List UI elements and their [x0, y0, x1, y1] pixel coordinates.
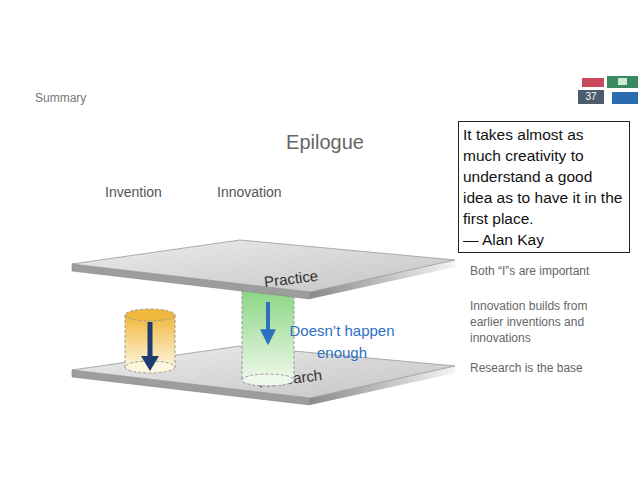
edge-label: Doesn’t happen enough: [282, 320, 402, 364]
connector-arrow: [266, 302, 270, 342]
innovation-cylinder: [242, 286, 294, 386]
tab-icon: [618, 78, 627, 85]
red-tab: [582, 78, 604, 87]
green-tab: [607, 76, 638, 88]
node-text: — Alan Kay: [463, 229, 625, 250]
quote-box: It takes almost as much creativity to un…: [458, 121, 630, 253]
plane-top: [72, 240, 455, 292]
note-text: Innovation builds from earlier invention…: [470, 298, 620, 346]
slide-title: Epilogue: [225, 131, 425, 154]
plane-top: [72, 346, 455, 398]
practice-plane: Practice: [60, 236, 460, 302]
node-text: It takes almost as much creativity to un…: [463, 124, 625, 229]
note-text: Both “I”s are important: [470, 263, 635, 279]
blue-tab: [612, 92, 638, 104]
section-label: Summary: [35, 91, 86, 105]
note-text: Research is the base: [470, 360, 635, 376]
page-number: 37: [578, 90, 604, 104]
column-label: Invention: [105, 184, 162, 200]
plane-shape: [60, 236, 460, 302]
column-label: Innovation: [217, 184, 282, 200]
invention-cylinder: [125, 309, 175, 373]
